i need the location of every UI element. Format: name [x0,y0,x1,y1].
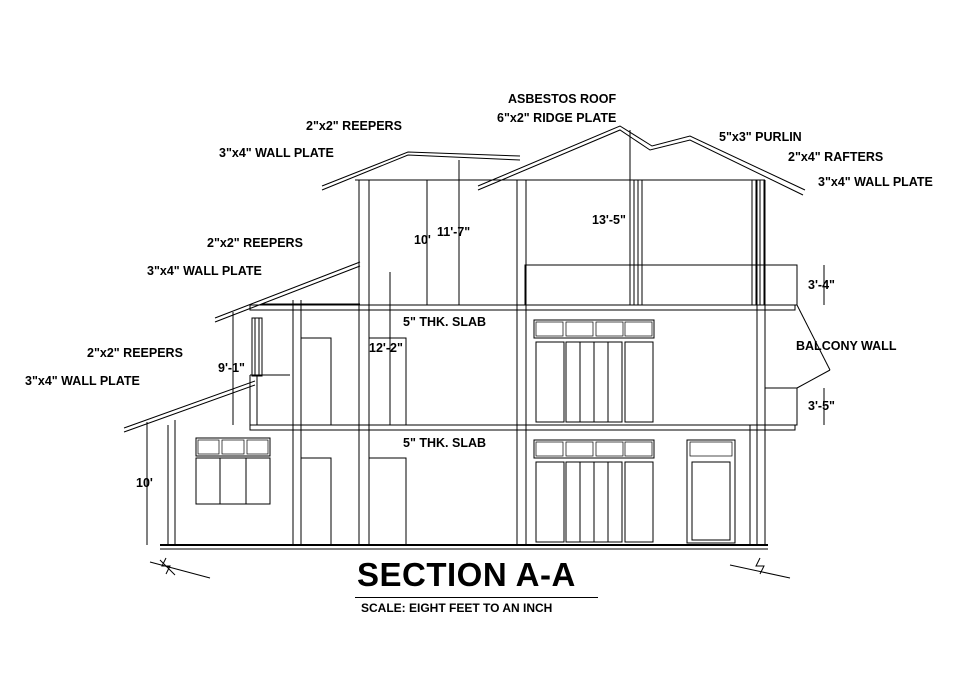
dimension-lines [146,130,831,545]
dim-9-1: 9'-1" [218,361,245,375]
dim-3-5: 3'-5" [808,399,835,413]
upper-windows [533,319,655,423]
label-balcony-wall: BALCONY WALL [796,339,897,353]
label-wall-plate-top: 3"x4" WALL PLATE [219,146,334,160]
drawing-scale: SCALE: EIGHT FEET TO AN INCH [361,601,553,615]
ground-floor-walls [167,180,766,545]
label-wall-plate-low: 3"x4" WALL PLATE [25,374,140,388]
title-underline [355,597,598,598]
lower-windows [195,437,736,544]
label-reepers-mid: 2"x2" REEPERS [207,236,303,250]
floor-slabs [249,304,796,431]
label-ridge-plate: 6"x2" RIDGE PLATE [497,111,617,125]
dim-3-4: 3'-4" [808,278,835,292]
label-purlin: 5"x3" PURLIN [719,130,802,144]
label-reepers-low: 2"x2" REEPERS [87,346,183,360]
label-wall-plate-mid: 3"x4" WALL PLATE [147,264,262,278]
roof-middle-left [214,261,361,323]
label-rafters: 2"x4" RAFTERS [788,150,884,164]
dim-11-7: 11'-7" [437,225,471,239]
label-asbestos-roof: ASBESTOS ROOF [508,92,617,106]
ground-line [149,544,791,579]
dim-10-upper: 10' [414,233,431,247]
dim-12-2: 12'-2" [369,341,403,355]
balcony-walls [524,264,798,426]
roof-low-left [123,380,256,433]
label-wall-plate-right: 3"x4" WALL PLATE [818,175,933,189]
label-slab-lower: 5" THK. SLAB [403,436,487,450]
label-reepers-top: 2"x2" REEPERS [306,119,402,133]
dim-13-5: 13'-5" [592,213,626,227]
dim-10-lower: 10' [136,476,153,490]
drawing-title: SECTION A-A [357,556,576,593]
columns [251,179,765,377]
label-slab-upper: 5" THK. SLAB [403,315,487,329]
